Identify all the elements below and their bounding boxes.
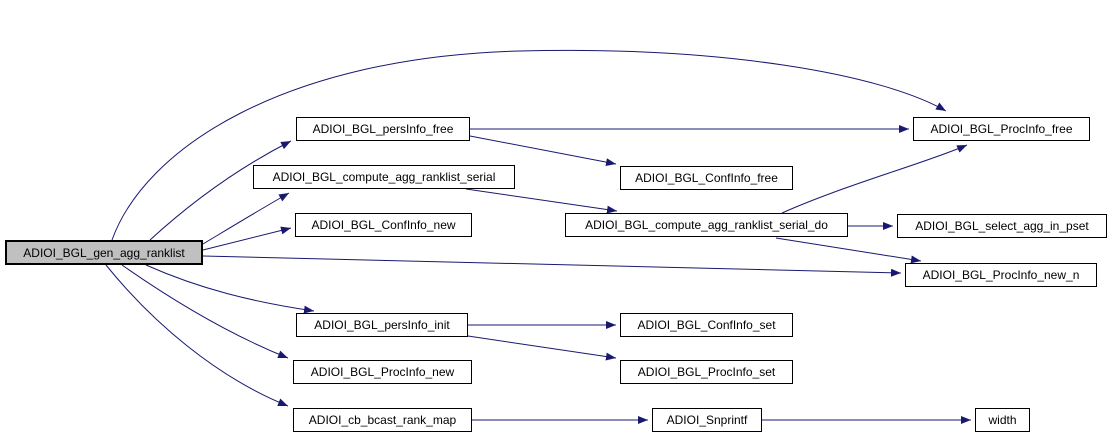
node-procinfo_free[interactable]: ADIOI_BGL_ProcInfo_free [913,117,1090,141]
edge-gen-to-confinfo_new [202,226,292,251]
node-width[interactable]: width [975,408,1030,432]
edge-gen-to-persinfo_free [149,140,292,241]
edge-serial-to-serial_do [465,188,618,214]
edge-persinfo_init-to-procinfo_set [467,335,617,361]
node-confinfo_new[interactable]: ADIOI_BGL_ConfInfo_new [295,213,472,237]
edge-serial_do-to-procinfo_new_n [775,237,922,264]
edge-persinfo_free-to-confinfo_free [469,135,617,167]
node-confinfo_free[interactable]: ADIOI_BGL_ConfInfo_free [620,166,793,190]
node-procinfo_set[interactable]: ADIOI_BGL_ProcInfo_set [620,360,793,384]
node-serial[interactable]: ADIOI_BGL_compute_agg_ranklist_serial [253,165,515,189]
node-cb_bcast[interactable]: ADIOI_cb_bcast_rank_map [293,408,472,432]
node-confinfo_set[interactable]: ADIOI_BGL_ConfInfo_set [620,313,793,337]
edge-gen-to-persinfo_init [145,264,315,314]
edge-gen-to-serial [202,192,290,245]
node-procinfo_new_n[interactable]: ADIOI_BGL_ProcInfo_new_n [905,263,1097,287]
node-procinfo_new[interactable]: ADIOI_BGL_ProcInfo_new [293,360,472,384]
edge-gen-to-procinfo_free [111,49,947,241]
node-snprintf[interactable]: ADIOI_Snprintf [652,408,762,432]
node-gen: ADIOI_BGL_gen_agg_ranklist [5,240,203,265]
node-select_pset[interactable]: ADIOI_BGL_select_agg_in_pset [897,214,1107,238]
edge-serial_do-to-procinfo_free [781,144,968,214]
node-serial_do[interactable]: ADIOI_BGL_compute_agg_ranklist_serial_do [565,213,848,237]
node-persinfo_free[interactable]: ADIOI_BGL_persInfo_free [296,117,470,141]
edge-gen-to-procinfo_new_n [202,255,902,277]
edge-gen-to-procinfo_new [121,264,289,359]
edge-gen-to-cb_bcast [105,264,289,407]
node-persinfo_init[interactable]: ADIOI_BGL_persInfo_init [296,313,468,337]
